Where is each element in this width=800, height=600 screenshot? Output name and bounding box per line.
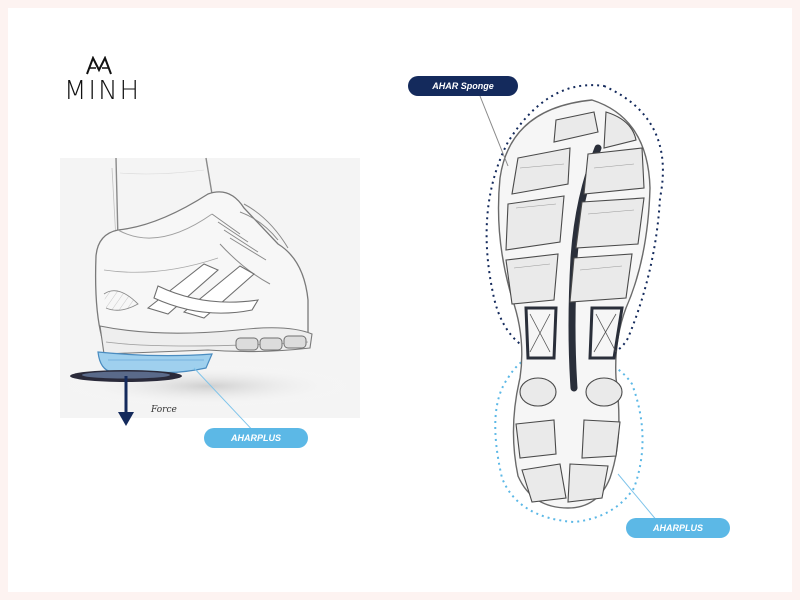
- illustration: [58, 84, 664, 524]
- page: MINH: [8, 8, 792, 592]
- heel-cushion: [97, 351, 213, 374]
- brand-name: MINH: [64, 76, 142, 106]
- sponge-leader-line: [479, 95, 509, 167]
- force-arrow-icon: [118, 376, 134, 426]
- outsole-lugs: [235, 335, 307, 351]
- forefoot-pads: [505, 111, 645, 305]
- heel-pads: [515, 377, 623, 503]
- sole-bottom-view: [479, 84, 664, 524]
- heel-callout: AHARPLUS: [204, 428, 308, 448]
- logo-mark-icon: [86, 56, 112, 75]
- shoe-laces: [211, 203, 289, 285]
- heel-leader-line: [193, 367, 259, 437]
- brand-logo: MINH: [64, 56, 142, 126]
- force-label: Force: [151, 405, 177, 415]
- side-stripes: [146, 263, 260, 319]
- shoe-side-view: [58, 157, 360, 437]
- sponge-callout: AHAR Sponge: [408, 76, 518, 96]
- plus-zone: [494, 352, 644, 524]
- midfoot-truss: [524, 306, 624, 360]
- plus-leader-line: [617, 473, 659, 523]
- plus-callout: AHARPLUS: [626, 518, 730, 538]
